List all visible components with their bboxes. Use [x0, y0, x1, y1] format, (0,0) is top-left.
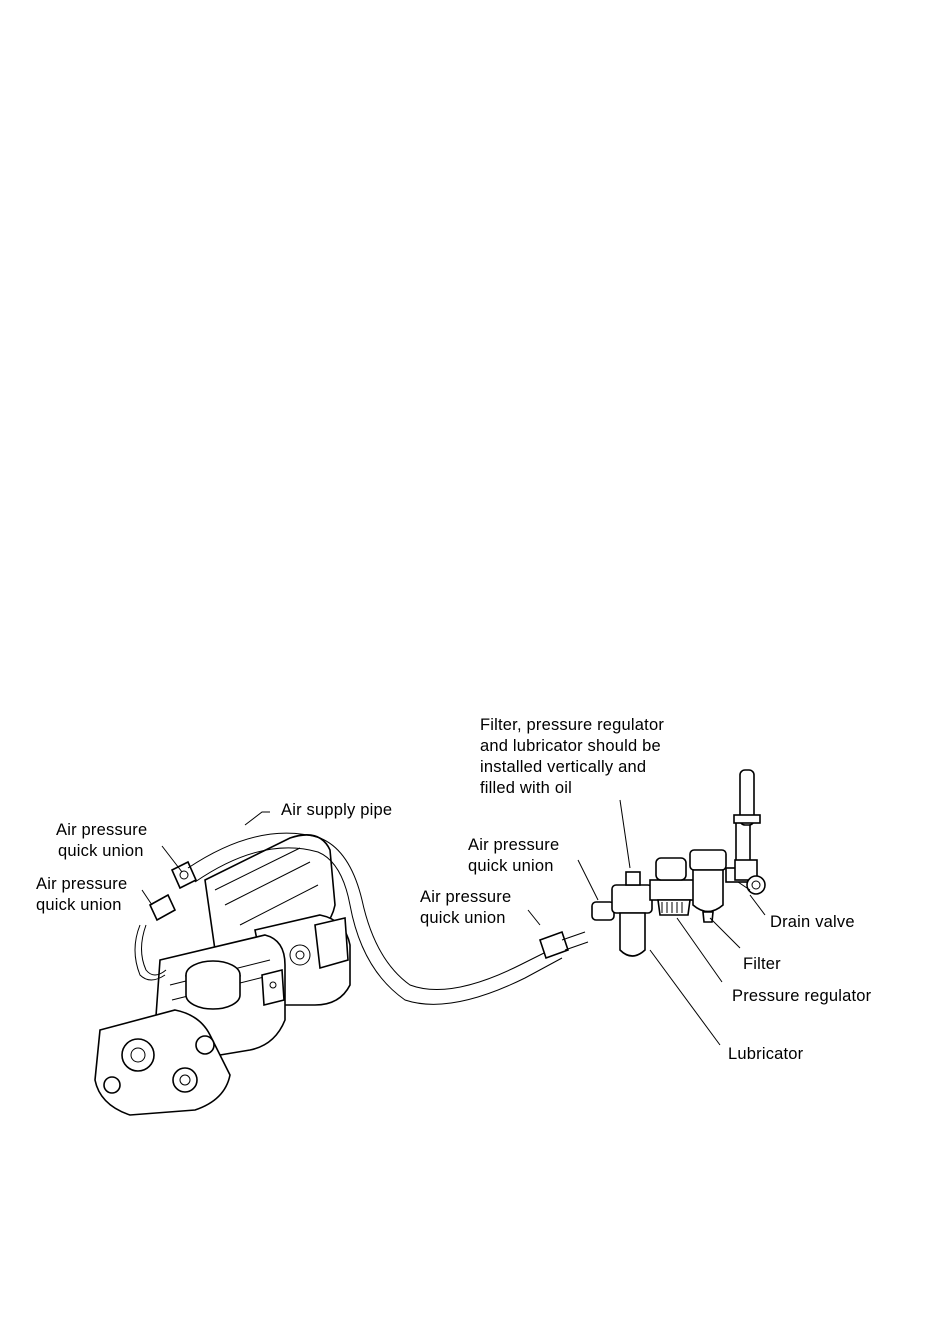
label-line: Filter, pressure regulator	[480, 715, 664, 736]
label-air-supply-pipe: Air supply pipe	[281, 800, 392, 821]
label-line: quick union	[36, 895, 127, 916]
label-air-pressure-quick-union-1: Air pressure quick union	[56, 820, 147, 862]
label-line: Air pressure	[56, 820, 147, 841]
label-line: Lubricator	[728, 1044, 803, 1065]
label-line: Pressure regulator	[732, 986, 871, 1007]
label-line: installed vertically and	[480, 757, 664, 778]
label-air-pressure-quick-union-4: Air pressure quick union	[468, 835, 559, 877]
label-line: Drain valve	[770, 912, 855, 933]
label-air-pressure-quick-union-3: Air pressure quick union	[420, 887, 511, 929]
label-line: quick union	[468, 856, 559, 877]
label-line: Air supply pipe	[281, 800, 392, 821]
label-pressure-regulator: Pressure regulator	[732, 986, 871, 1007]
label-filter: Filter	[743, 954, 781, 975]
label-drain-valve: Drain valve	[770, 912, 855, 933]
label-lubricator: Lubricator	[728, 1044, 803, 1065]
label-line: quick union	[56, 841, 147, 862]
label-line: Air pressure	[468, 835, 559, 856]
label-line: filled with oil	[480, 778, 664, 799]
label-line: and lubricator should be	[480, 736, 664, 757]
label-line: Air pressure	[420, 887, 511, 908]
label-frl-installation-note: Filter, pressure regulator and lubricato…	[480, 715, 664, 799]
label-air-pressure-quick-union-2: Air pressure quick union	[36, 874, 127, 916]
strapping-tool-illustration	[95, 835, 350, 1115]
label-line: Air pressure	[36, 874, 127, 895]
label-line: quick union	[420, 908, 511, 929]
label-line: Filter	[743, 954, 781, 975]
